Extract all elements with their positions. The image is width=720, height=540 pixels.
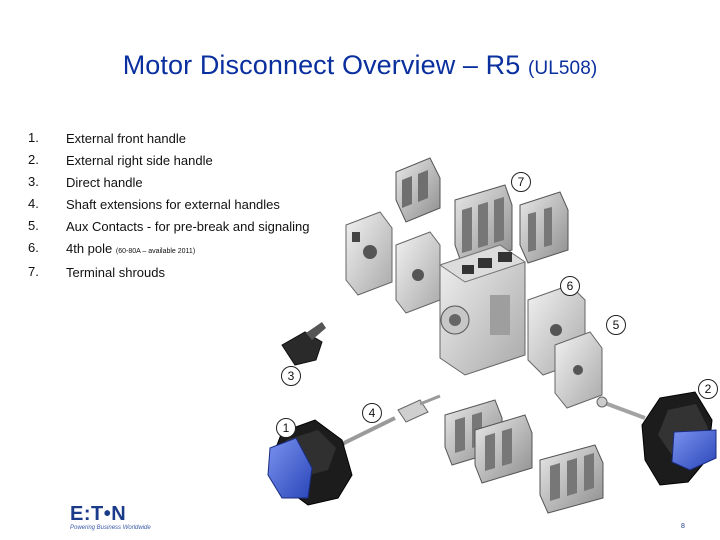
eaton-logo: E:T•N Powering Business Worldwide — [70, 503, 151, 531]
aux-contact-left — [345, 211, 393, 296]
callout-6: 6 — [560, 276, 580, 296]
callout-3: 3 — [281, 366, 301, 386]
list-item: 4. Shaft extensions for external handles — [28, 193, 328, 215]
callout-4: 4 — [362, 403, 382, 423]
list-number: 1. — [28, 130, 39, 145]
main-switch-body — [438, 244, 527, 376]
external-front-handle — [267, 419, 353, 506]
list-item: 7. Terminal shrouds — [28, 261, 328, 283]
shaft-extension — [335, 394, 441, 450]
terminal-shroud-top-right — [519, 191, 569, 264]
terminal-shroud-top-left — [395, 157, 441, 223]
title-suffix: (UL508) — [527, 58, 598, 79]
list-text: External right side handle — [66, 153, 213, 168]
component-list: 1. External front handle 2. External rig… — [28, 127, 328, 283]
list-note: (60-80A – available 2011) — [115, 248, 196, 255]
terminal-shroud-bottom-middle — [474, 414, 533, 484]
list-number: 3. — [28, 174, 39, 189]
terminal-shroud-top-middle — [454, 184, 513, 266]
terminal-shroud-bottom-right — [539, 444, 604, 514]
list-text: Direct handle — [66, 175, 143, 190]
list-text: External front handle — [66, 131, 186, 146]
aux-contact-lower-right — [554, 331, 603, 409]
slide-title: Motor Disconnect Overview – R5 (UL508) — [0, 50, 720, 81]
eaton-logo-wordmark: E:T•N — [70, 503, 127, 525]
list-text: Shaft extensions for external handles — [66, 197, 280, 212]
external-right-side-handle — [641, 391, 717, 486]
page-number: 8 — [681, 523, 685, 530]
list-number: 7. — [28, 264, 39, 279]
callout-7: 7 — [511, 172, 531, 192]
callout-1: 1 — [276, 418, 296, 438]
direct-handle — [281, 322, 326, 366]
title-main: Motor Disconnect Overview – R5 — [122, 50, 521, 80]
list-number: 5. — [28, 218, 39, 233]
list-text: Terminal shrouds — [66, 265, 165, 280]
eaton-tagline: Powering Business Worldwide — [70, 525, 151, 531]
list-item: 5. Aux Contacts - for pre-break and sign… — [28, 215, 328, 237]
list-item: 3. Direct handle — [28, 171, 328, 193]
list-number: 6. — [28, 240, 39, 255]
list-item: 2. External right side handle — [28, 149, 328, 171]
list-item: 6. 4th pole (60-80A – available 2011) — [28, 237, 328, 261]
callout-2: 2 — [698, 379, 718, 399]
list-text-with-note: 4th pole (60-80A – available 2011) — [66, 237, 328, 261]
list-number: 2. — [28, 152, 39, 167]
list-item: 1. External front handle — [28, 127, 328, 149]
list-text: 4th pole — [66, 241, 113, 256]
list-number: 4. — [28, 196, 39, 211]
callout-5: 5 — [606, 315, 626, 335]
right-side-shaft — [596, 396, 646, 420]
fourth-pole-module — [395, 231, 441, 314]
list-text: Aux Contacts - for pre-break and signali… — [66, 219, 310, 234]
